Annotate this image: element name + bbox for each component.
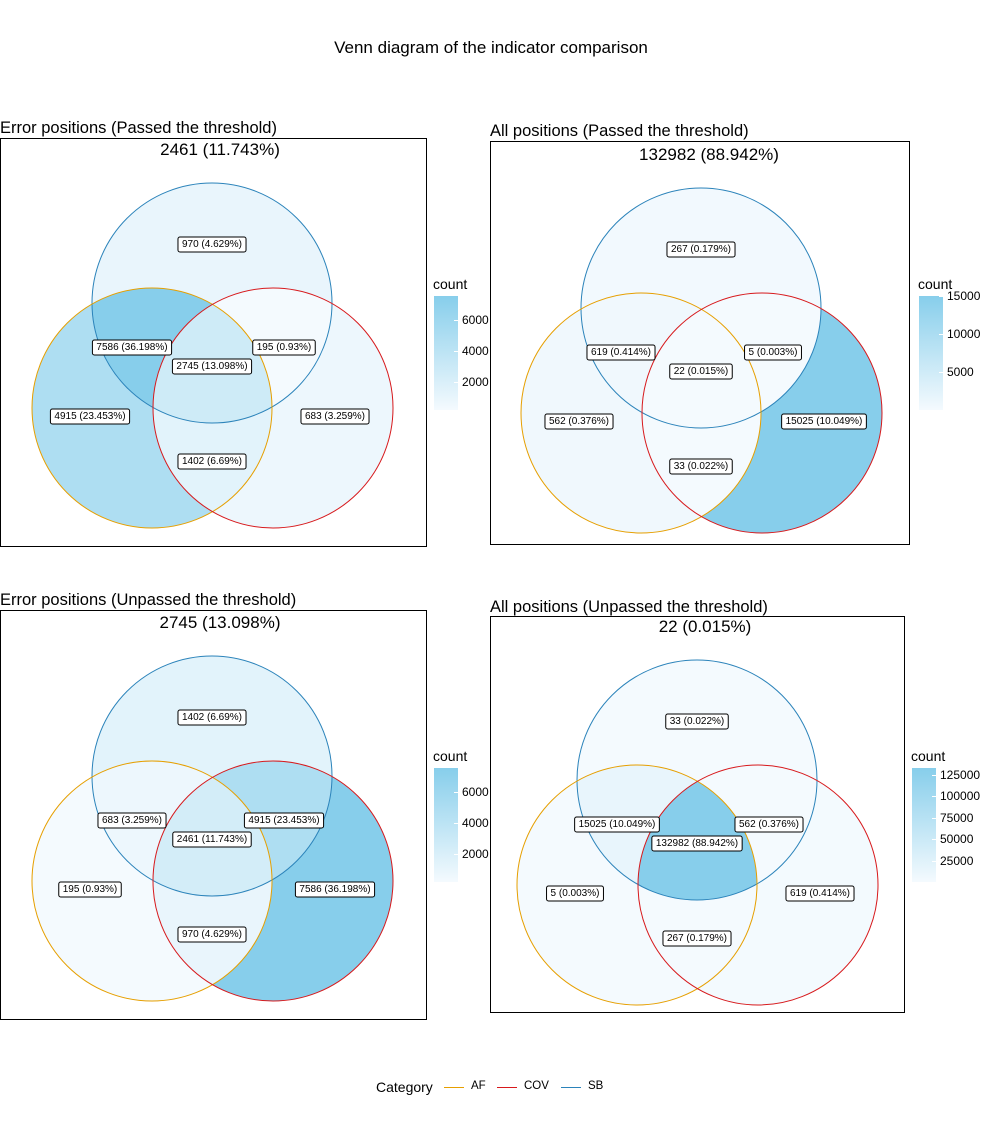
- panel-4-scale-tickmark: [932, 839, 936, 841]
- panel-4-scale-tickmark: [932, 796, 936, 798]
- legend-label-sb: SB: [588, 1080, 604, 1092]
- panel-2-scale-tick-label: 10000: [947, 327, 981, 342]
- panel-2-scale-tick-label: 15000: [947, 289, 981, 304]
- panel-4-scale-tick-label: 100000: [940, 789, 981, 804]
- panel-4-scale-tick-label: 50000: [940, 832, 974, 847]
- panel-4-scale-bar: [912, 768, 936, 882]
- panel-2-scale-bar: [919, 296, 943, 410]
- legend-title: Category: [376, 1079, 433, 1095]
- panel-3-scale-tick-label: 4000: [462, 816, 489, 831]
- legend-label-cov: COV: [524, 1080, 549, 1092]
- panel-4-title: All positions (Unpassed the threshold): [490, 598, 768, 616]
- panel-3-scale-tick-label: 2000: [462, 847, 489, 862]
- panel-3-frame: [0, 610, 427, 1020]
- panel-3-scale-tickmark: [454, 823, 458, 825]
- panel-2-scale-tick-label: 5000: [947, 365, 974, 380]
- legend-label-af: AF: [471, 1080, 486, 1092]
- legend-line-cov: [497, 1087, 517, 1088]
- panel-3-scale-tick-label: 6000: [462, 785, 489, 800]
- panel-2-scale-tickmark: [939, 334, 943, 336]
- panel-4-scale-tickmark: [932, 817, 936, 819]
- panel-1-scale-tick-label: 2000: [462, 375, 489, 390]
- panel-2-title: All positions (Passed the threshold): [490, 122, 749, 140]
- panel-4-scale-tickmark: [932, 860, 936, 862]
- panel-1-scale-tickmark: [454, 320, 458, 322]
- panel-3-scale-tickmark: [454, 854, 458, 856]
- panel-4-scale-tick-label: 125000: [940, 767, 981, 782]
- page-title: Venn diagram of the indicator comparison: [334, 38, 648, 57]
- panel-2-frame: [490, 141, 910, 545]
- panel-1-scale-tick-label: 6000: [462, 313, 489, 328]
- panel-1-scale-tick-label: 4000: [462, 344, 489, 359]
- panel-3-scale-tickmark: [454, 792, 458, 794]
- panel-4-scale-title: count: [911, 748, 946, 764]
- panel-3-title: Error positions (Unpassed the threshold): [0, 591, 297, 609]
- panel-3-scale-bar: [434, 768, 458, 882]
- panel-1-scale-bar: [434, 296, 458, 410]
- panel-4-scale-tickmark: [932, 774, 936, 776]
- panel-1-scale-tickmark: [454, 382, 458, 384]
- category-legend: Category AF COV SB: [0, 1077, 982, 1099]
- panel-1-scale-tickmark: [454, 351, 458, 353]
- panel-4-scale-tick-label: 75000: [940, 810, 974, 825]
- panel-4-frame: [490, 616, 905, 1013]
- panel-4-scale-tick-label: 25000: [940, 853, 974, 868]
- panel-2-scale-tickmark: [939, 296, 943, 298]
- panel-3-scale-title: count: [433, 748, 468, 764]
- panel-1-title: Error positions (Passed the threshold): [0, 119, 277, 137]
- panel-1-scale-title: count: [433, 276, 468, 292]
- legend-line-sb: [561, 1087, 581, 1088]
- panel-2-scale-title: count: [918, 276, 953, 292]
- legend-line-af: [444, 1087, 464, 1088]
- panel-1-frame: [0, 138, 427, 547]
- panel-2-scale-tickmark: [939, 372, 943, 374]
